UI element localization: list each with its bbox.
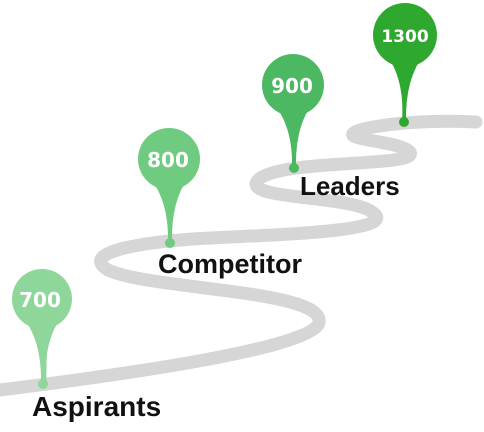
milestone-value-800: 800: [147, 148, 189, 172]
road-path: [0, 114, 483, 397]
milestone-value-900: 900: [271, 74, 313, 98]
milestone-label-aspirants: Aspirants: [32, 391, 162, 422]
milestone-value-700: 700: [19, 288, 61, 312]
milestone-label-leaders: Leaders: [300, 171, 400, 201]
milestone-pin-900: 900: [262, 54, 324, 173]
milestone-pin-700: 700: [12, 269, 72, 389]
milestone-pin-1300: 1300: [373, 3, 437, 127]
milestone-pin-800: 800: [138, 128, 200, 248]
milestone-label-competitor: Competitor: [158, 249, 302, 279]
milestone-value-1300: 1300: [381, 27, 428, 47]
